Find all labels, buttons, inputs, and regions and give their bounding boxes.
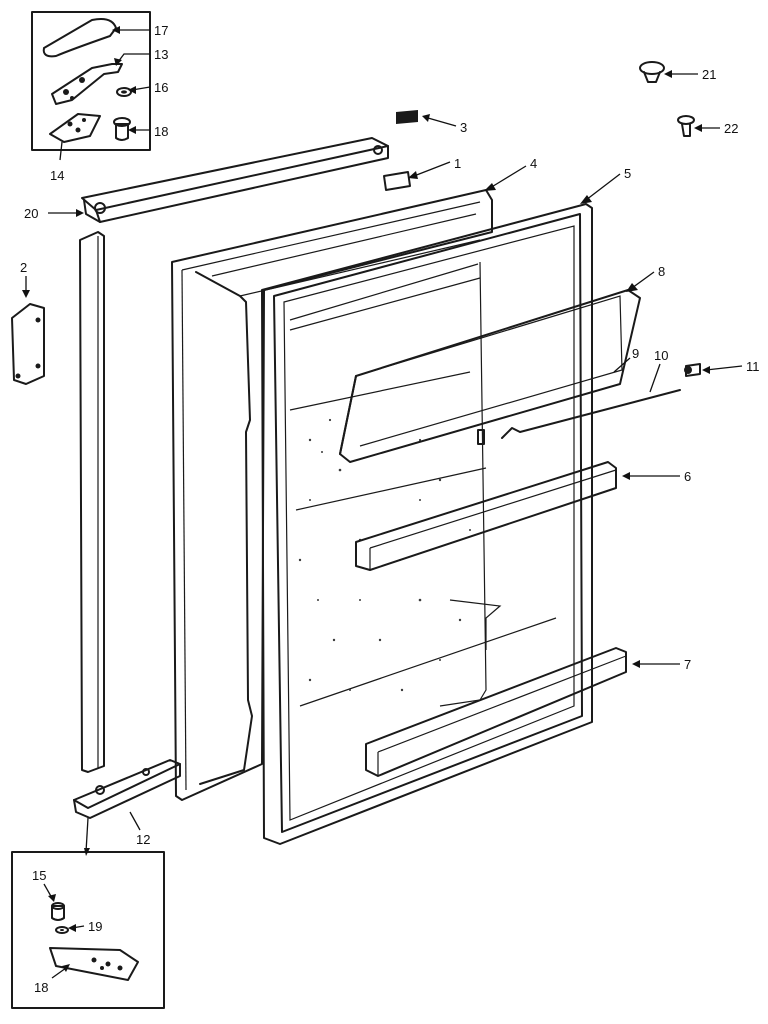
foam-texture — [298, 418, 471, 692]
callout-7: 7 — [684, 657, 691, 672]
top-rail — [81, 137, 389, 223]
screw-part — [684, 363, 701, 377]
callout-18-top: 18 — [154, 124, 168, 139]
callout-2: 2 — [20, 260, 27, 275]
bottom-hinge-inset — [11, 817, 165, 1009]
callout-4: 4 — [530, 156, 537, 171]
callout-5: 5 — [624, 166, 631, 181]
callout-11: 11 — [746, 359, 760, 374]
callout-22: 22 — [724, 121, 738, 136]
callout-10: 10 — [654, 348, 668, 363]
callout-14: 14 — [50, 168, 64, 183]
callout-15: 15 — [32, 868, 46, 883]
callouts: 17 13 16 18 14 3 1 4 5 20 — [20, 23, 760, 995]
inner-door-panel — [171, 189, 493, 801]
shelf-retainer-wire — [501, 389, 681, 439]
callout-21: 21 — [702, 67, 716, 82]
door-shelf-bin — [339, 289, 641, 463]
left-door-trim — [79, 231, 105, 773]
callout-20: 20 — [24, 206, 38, 221]
top-strip — [383, 171, 411, 191]
callout-8: 8 — [658, 264, 665, 279]
callout-17: 17 — [154, 23, 168, 38]
plug-part — [639, 61, 665, 83]
callout-13: 13 — [154, 47, 168, 62]
callout-16: 16 — [154, 80, 168, 95]
callout-9: 9 — [632, 346, 639, 361]
door-outer-frame — [261, 203, 593, 845]
door-bar-lower — [365, 647, 627, 777]
callout-6: 6 — [684, 469, 691, 484]
callout-19: 19 — [88, 919, 102, 934]
callout-1: 1 — [454, 156, 461, 171]
part-label-tag — [396, 110, 418, 124]
side-bracket — [11, 303, 45, 385]
top-hinge-inset — [31, 11, 151, 151]
door-bar-upper — [355, 461, 617, 571]
callout-3: 3 — [460, 120, 467, 135]
callout-12: 12 — [136, 832, 150, 847]
push-pin-part — [677, 115, 695, 137]
callout-18-bottom: 18 — [34, 980, 48, 995]
bottom-rail — [73, 759, 181, 819]
